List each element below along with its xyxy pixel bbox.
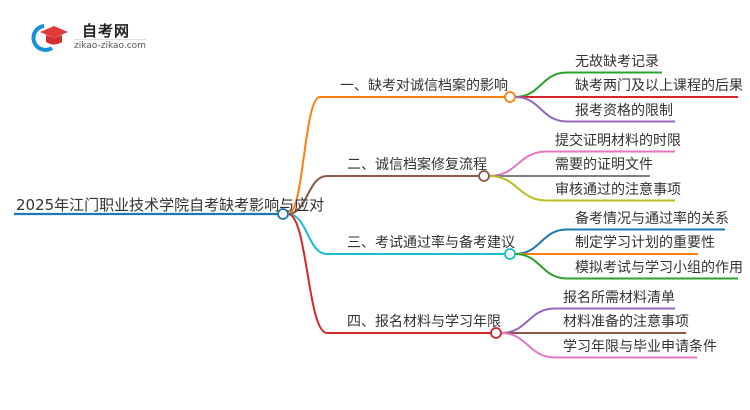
leaf-topic-4-1[interactable]: 报名所需材料清单 [563,289,675,306]
leaf-topic-2-3[interactable]: 审核通过的注意事项 [555,181,681,198]
leaf-topic-4-2[interactable]: 材料准备的注意事项 [563,314,689,330]
branch-connector-1 [287,96,505,215]
logo-title: 自考网 [82,22,131,40]
leaf-connector-3-3 [514,253,738,280]
branch-collapse-toggle-1[interactable] [504,91,516,103]
leaf-topic-3-3[interactable]: 模拟考试与学习小组的作用 [575,259,743,276]
leaf-topic-3-1[interactable]: 备考情况与通过率的关系 [575,210,729,227]
graduation-cap-icon [31,24,68,52]
branch-topic-2[interactable]: 二、诚信档案修复流程 [347,157,487,173]
leaf-topic-1-3[interactable]: 报考资格的限制 [575,102,673,119]
root-topic[interactable]: 2025年江门职业技术学院自考缺考影响与应对 [16,196,325,214]
root-collapse-toggle[interactable] [277,208,289,220]
branch-topic-3[interactable]: 三、考试通过率与备考建议 [347,235,515,251]
branch-collapse-toggle-3[interactable] [504,248,516,260]
leaf-topic-1-1[interactable]: 无故缺考记录 [575,53,659,70]
leaf-connector-4-3 [500,332,697,359]
leaf-topic-2-2[interactable]: 需要的证明文件 [555,157,653,173]
leaf-topic-4-3[interactable]: 学习年限与毕业申请条件 [563,338,717,355]
branch-connector-4 [287,213,491,334]
leaf-topic-3-2[interactable]: 制定学习计划的重要性 [575,235,715,251]
logo-url: zikao-zikao.com [74,39,146,51]
leaf-topic-1-2[interactable]: 缺考两门及以上课程的后果 [575,78,743,94]
branch-connector-3 [287,213,505,255]
branch-topic-4[interactable]: 四、报名材料与学习年限 [347,314,501,330]
site-logo: 自考网 zikao-zikao.com [30,20,170,52]
branch-collapse-toggle-2[interactable] [478,170,490,182]
leaf-connector-1-3 [514,96,675,123]
branch-connector-2 [287,175,479,215]
branch-topic-1[interactable]: 一、缺考对诚信档案的影响 [340,78,508,94]
branch-collapse-toggle-4[interactable] [490,327,502,339]
leaf-topic-2-1[interactable]: 提交证明材料的时限 [555,132,681,149]
leaf-connector-2-3 [488,175,675,202]
